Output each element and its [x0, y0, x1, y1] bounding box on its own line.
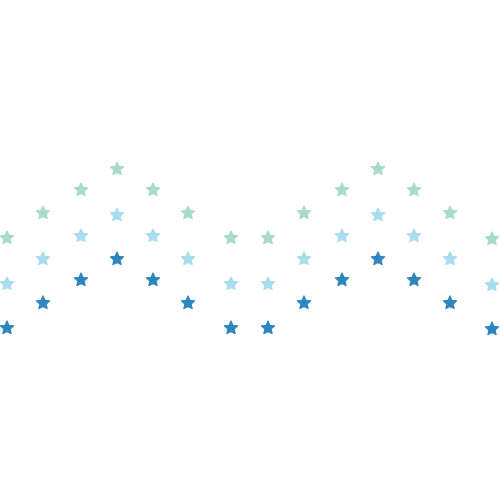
star-icon [442, 205, 458, 220]
star-icon [442, 251, 458, 266]
star-icon [406, 272, 422, 287]
star-icon [180, 295, 196, 310]
star-icon [484, 321, 500, 336]
star-row-top [0, 161, 500, 246]
star-icon [109, 161, 125, 176]
star-icon [406, 228, 422, 243]
star-icon [0, 276, 15, 291]
star-icon [260, 276, 276, 291]
star-icon [442, 295, 458, 310]
star-icon [260, 230, 276, 245]
star-icon [370, 207, 386, 222]
star-icon [484, 231, 500, 246]
star-icon [180, 205, 196, 220]
star-icon [109, 207, 125, 222]
star-icon [180, 251, 196, 266]
star-icon [35, 251, 51, 266]
star-icon [0, 320, 15, 335]
star-row-bottom [0, 251, 500, 336]
star-icon [73, 272, 89, 287]
star-icon [145, 228, 161, 243]
star-icon [334, 272, 350, 287]
star-icon [406, 182, 422, 197]
star-icon [223, 230, 239, 245]
star-icon [296, 251, 312, 266]
star-icon [260, 320, 276, 335]
star-icon [223, 320, 239, 335]
star-icon [223, 276, 239, 291]
star-row-middle [0, 207, 500, 292]
star-icon [370, 161, 386, 176]
star-icon [296, 295, 312, 310]
star-icon [35, 205, 51, 220]
star-icon [109, 251, 125, 266]
star-icon [334, 182, 350, 197]
star-icon [296, 205, 312, 220]
star-icon [484, 277, 500, 292]
star-icon [73, 182, 89, 197]
star-icon [370, 251, 386, 266]
star-icon [35, 295, 51, 310]
star-icon [334, 228, 350, 243]
star-icon [0, 230, 15, 245]
star-icon [145, 182, 161, 197]
star-icon [145, 272, 161, 287]
star-icon [73, 228, 89, 243]
